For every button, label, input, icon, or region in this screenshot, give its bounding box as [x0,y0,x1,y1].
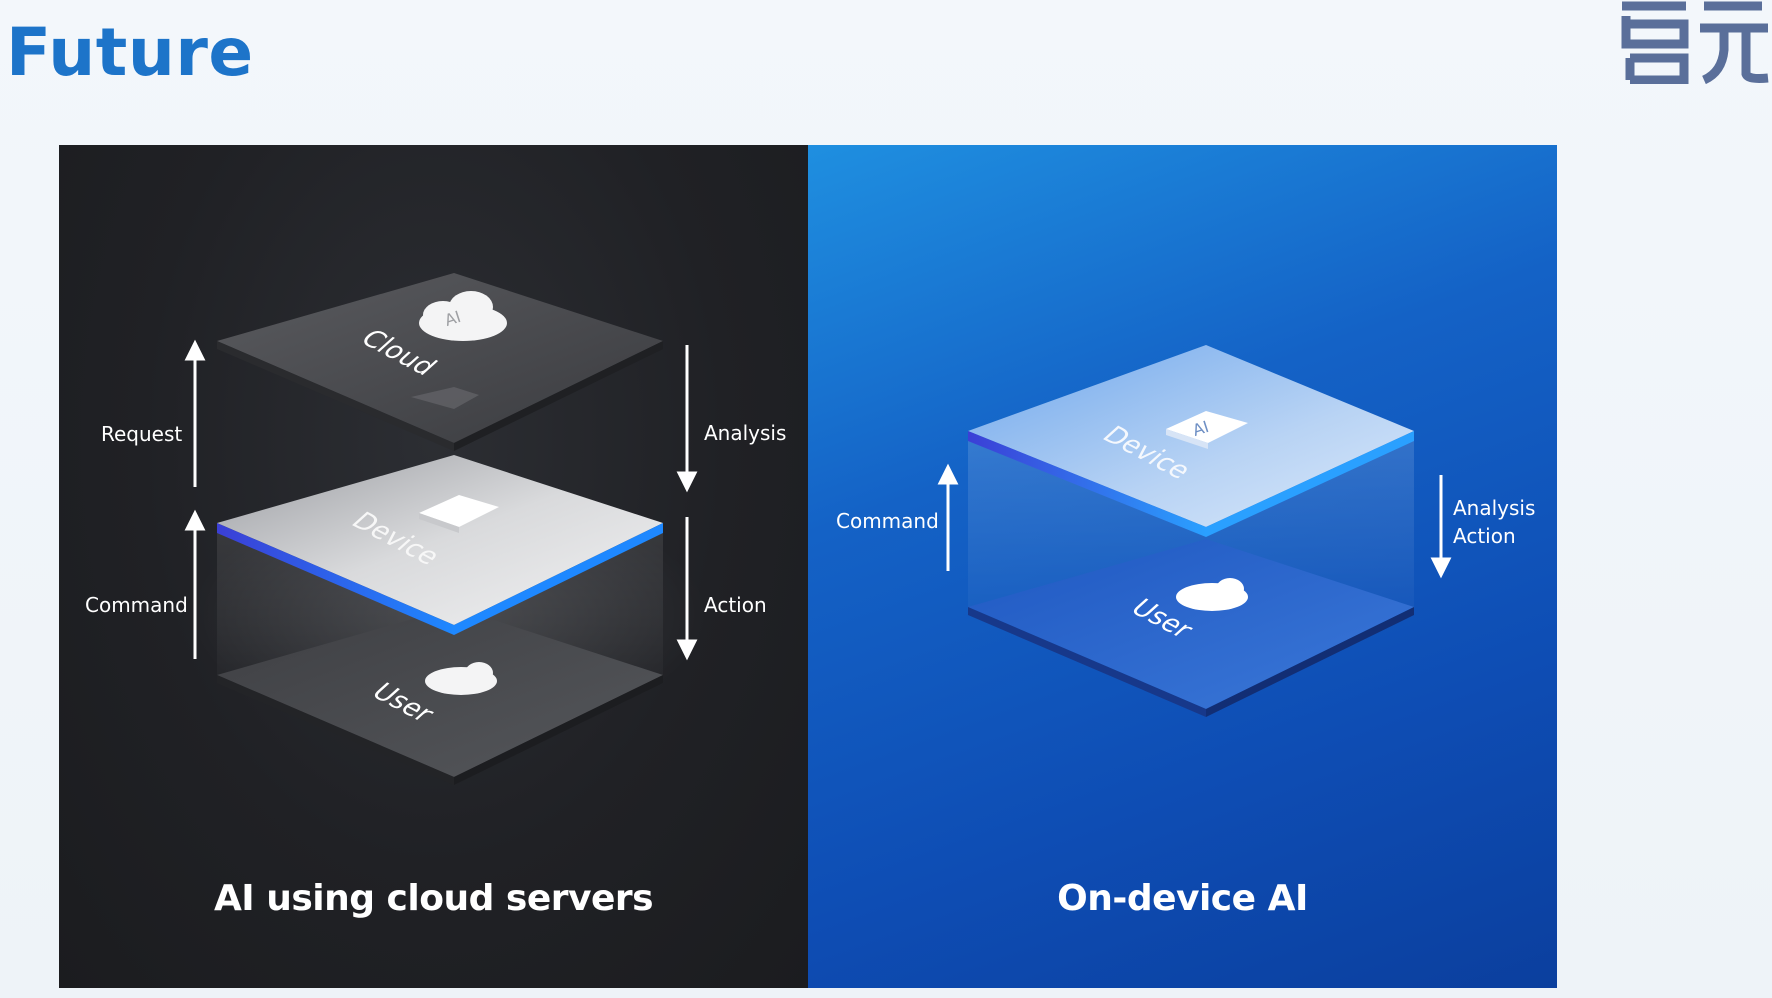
action-label-left: Action [704,593,767,617]
device-layer-plate [217,455,663,635]
device-layer-plate-right [968,345,1414,537]
command-label-left: Command [85,593,188,617]
device-chip-icon-right [1166,411,1248,443]
brand-logo [1621,1,1769,84]
action-label-right: Action [1453,524,1516,548]
analysis-label-left: Analysis [704,421,787,445]
command-label-right: Command [836,509,939,533]
page-title: Future [6,14,254,91]
user-layer-plate-right [968,539,1414,717]
analysis-label-right: Analysis [1453,496,1536,520]
device-chip-icon [419,495,499,527]
diagram-stage: AI Cloud Device User Request Command Ana… [59,145,1557,988]
user-layer-plate [217,607,663,785]
cloud-ai-panel: AI Cloud Device User Request Command Ana… [59,145,808,988]
on-device-ai-caption: On-device AI [1057,878,1308,919]
request-label: Request [101,422,183,446]
on-device-ai-panel: AI Device User Command Analysis Action O… [808,145,1557,988]
cloud-layer-plate [217,273,663,451]
cloud-glyph-icon [419,291,507,341]
cloud-ai-caption: AI using cloud servers [213,878,654,919]
